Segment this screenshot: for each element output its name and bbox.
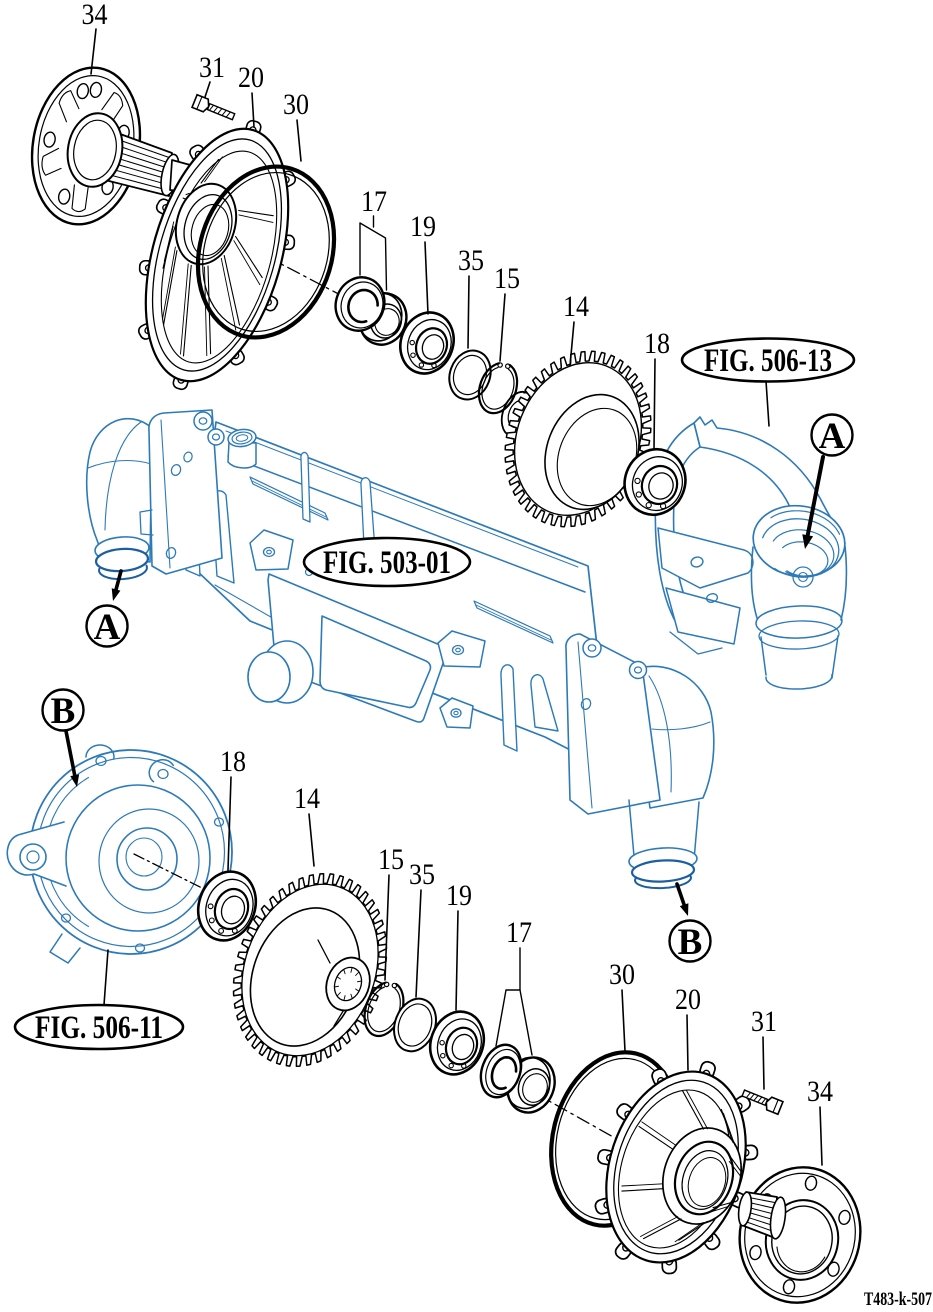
- svg-text:20: 20: [238, 61, 264, 94]
- svg-text:19: 19: [446, 879, 472, 912]
- svg-text:18: 18: [644, 327, 670, 360]
- svg-text:34: 34: [82, 0, 108, 31]
- svg-text:B: B: [678, 922, 703, 963]
- svg-text:FIG. 503-01: FIG. 503-01: [323, 545, 451, 581]
- svg-text:A: A: [819, 416, 846, 457]
- svg-text:14: 14: [294, 782, 320, 815]
- svg-text:35: 35: [409, 858, 435, 891]
- svg-text:15: 15: [494, 262, 520, 295]
- svg-text:30: 30: [609, 958, 635, 991]
- svg-text:30: 30: [283, 88, 309, 121]
- svg-text:35: 35: [458, 244, 484, 277]
- svg-text:A: A: [94, 607, 121, 648]
- svg-text:FIG. 506-11: FIG. 506-11: [35, 1010, 163, 1046]
- svg-text:34: 34: [807, 1075, 833, 1108]
- svg-text:31: 31: [751, 1005, 777, 1038]
- svg-text:17: 17: [506, 916, 532, 949]
- svg-text:19: 19: [410, 210, 436, 243]
- svg-text:14: 14: [563, 290, 589, 323]
- svg-text:T483-k-507: T483-k-507: [864, 1289, 932, 1310]
- svg-text:B: B: [51, 691, 76, 732]
- svg-text:18: 18: [220, 745, 246, 778]
- svg-text:31: 31: [199, 51, 225, 84]
- svg-text:FIG. 506-13: FIG. 506-13: [704, 343, 832, 379]
- svg-text:17: 17: [361, 185, 387, 218]
- svg-text:15: 15: [378, 843, 404, 876]
- svg-text:20: 20: [675, 983, 701, 1016]
